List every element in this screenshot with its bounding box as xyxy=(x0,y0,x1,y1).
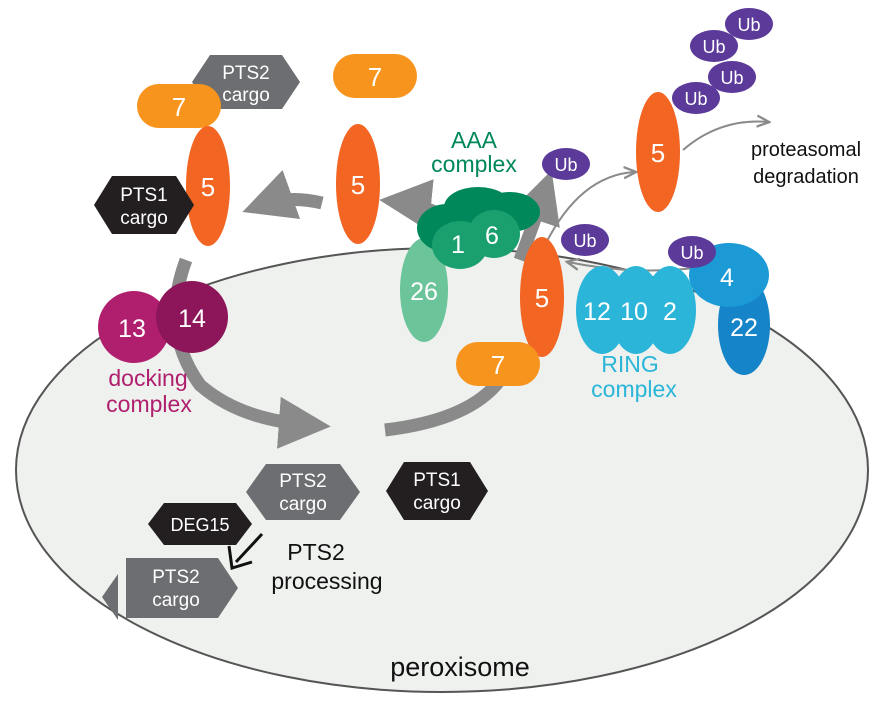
pts2-cargo-processed-label-1: PTS2 xyxy=(152,567,200,588)
pex2 xyxy=(644,266,696,354)
pex13-label: 13 xyxy=(118,315,146,343)
pex5-membrane xyxy=(520,237,564,357)
ubiquitin-tags: Ub Ub Ub xyxy=(542,148,716,268)
pex26 xyxy=(400,238,448,342)
pex5-left xyxy=(186,126,230,246)
docking-complex-label-2: complex xyxy=(106,391,192,417)
processing-arrow-head xyxy=(227,545,253,570)
pex5-degraded xyxy=(636,92,680,212)
processing-arrow xyxy=(234,532,264,564)
pex22-label: 22 xyxy=(730,314,758,342)
ub-chain-4 xyxy=(725,8,773,40)
ub-membrane-pex5 xyxy=(561,224,609,256)
pts1-cargo-matrix xyxy=(386,462,488,520)
left-receptor-complex: PTS2 cargo 7 5 PTS1 cargo xyxy=(94,55,300,246)
pex26-label: 26 xyxy=(410,278,438,306)
pts2-processing-label-2: processing xyxy=(271,568,382,594)
ub-membrane-pex5-label: Ub xyxy=(573,231,596,251)
ub-chain-4-label: Ub xyxy=(737,15,760,35)
pex7-membrane-label: 7 xyxy=(491,350,505,380)
arrow-matrix-to-membrane xyxy=(384,375,506,437)
pex13 xyxy=(98,291,170,363)
pts1-cargo-matrix-label-2: cargo xyxy=(413,493,461,514)
pex6-label: 6 xyxy=(485,222,499,250)
pex5-left-label: 5 xyxy=(201,172,215,202)
pex7-membrane xyxy=(456,342,540,386)
ub-free-label: Ub xyxy=(554,155,577,175)
pts2-cleaved-fragment xyxy=(102,574,118,620)
ub-chain-3 xyxy=(690,30,738,62)
pex6 xyxy=(468,210,520,258)
pts2-cargo-matrix xyxy=(246,464,360,520)
pts1-cargo-top xyxy=(94,176,194,234)
polyubiquitinated-pex5: 5 Ub Ub Ub Ub proteasomal degradation xyxy=(636,8,861,212)
pts1-cargo-top-label-1: PTS1 xyxy=(120,185,168,206)
pex7-free-label: 7 xyxy=(368,62,382,92)
docking-complex: 13 14 docking complex xyxy=(98,281,228,417)
proteasomal-label-1: proteasomal xyxy=(751,139,861,161)
pts2-cargo-processed-label-2: cargo xyxy=(152,590,200,611)
proteasomal-label-2: degradation xyxy=(753,166,859,188)
pts2-cargo-matrix-label-2: cargo xyxy=(279,494,327,515)
ring-complex: 12 10 2 RING complex xyxy=(576,266,696,402)
free-receptors: 7 5 xyxy=(333,54,417,244)
pex1-label: 1 xyxy=(451,231,465,259)
pex7-free xyxy=(333,54,417,98)
ub-pex4 xyxy=(668,236,716,268)
aaa-complex-label-2: complex xyxy=(431,151,517,177)
pts2-cargo-top-label-1: PTS2 xyxy=(222,63,270,84)
aaa-complex-label-1: AAA xyxy=(451,127,498,153)
ub-chain-1 xyxy=(672,82,720,114)
pts2-cargo-processed xyxy=(126,558,238,618)
aaa-complex: AAA complex 26 1 6 xyxy=(400,127,540,342)
ring-complex-label-1: RING xyxy=(601,351,659,377)
pex12-label: 12 xyxy=(583,298,611,326)
pex7-left-label: 7 xyxy=(172,92,186,122)
ub-chain-1-label: Ub xyxy=(684,89,707,109)
ub-pex4-label: Ub xyxy=(680,243,703,263)
pex5-free xyxy=(336,124,380,244)
pts2-cargo-top-label-2: cargo xyxy=(222,85,270,106)
arrow-ub-to-degraded-pex5 xyxy=(544,172,635,246)
ub-chain-2-label: Ub xyxy=(720,68,743,88)
membrane-receptors: 5 7 xyxy=(456,237,564,386)
pex4-label: 4 xyxy=(720,264,734,292)
pts2-cargo-top xyxy=(192,55,300,109)
pex10-label: 10 xyxy=(620,298,648,326)
arrow-to-proteasome xyxy=(682,122,768,151)
pex5-membrane-label: 5 xyxy=(535,283,549,313)
ub-chain-3-label: Ub xyxy=(702,37,725,57)
pex5-free-label: 5 xyxy=(351,170,365,200)
pts2-cargo-matrix-label-1: PTS2 xyxy=(279,471,327,492)
arrow-release-to-cytosol xyxy=(242,170,324,220)
deg15 xyxy=(148,503,252,545)
pts1-cargo-matrix-label-1: PTS1 xyxy=(413,470,461,491)
pex2-label: 2 xyxy=(663,298,677,326)
deg15-label: DEG15 xyxy=(170,515,229,535)
docking-complex-label-1: docking xyxy=(108,365,187,391)
ring-complex-label-2: complex xyxy=(591,376,677,402)
ub-free xyxy=(542,148,590,180)
ub-chain-2 xyxy=(708,61,756,93)
matrix-cargo: PTS2 cargo PTS1 cargo DEG15 PTS2 process… xyxy=(102,462,488,620)
pex7-left xyxy=(137,84,221,128)
pex14 xyxy=(156,281,228,353)
peroxisome-label: peroxisome xyxy=(390,652,530,682)
pts2-processing-label-1: PTS2 xyxy=(287,539,345,565)
pex14-label: 14 xyxy=(178,305,206,333)
pts1-cargo-top-label-2: cargo xyxy=(120,208,168,229)
pex5-degraded-label: 5 xyxy=(651,138,665,168)
